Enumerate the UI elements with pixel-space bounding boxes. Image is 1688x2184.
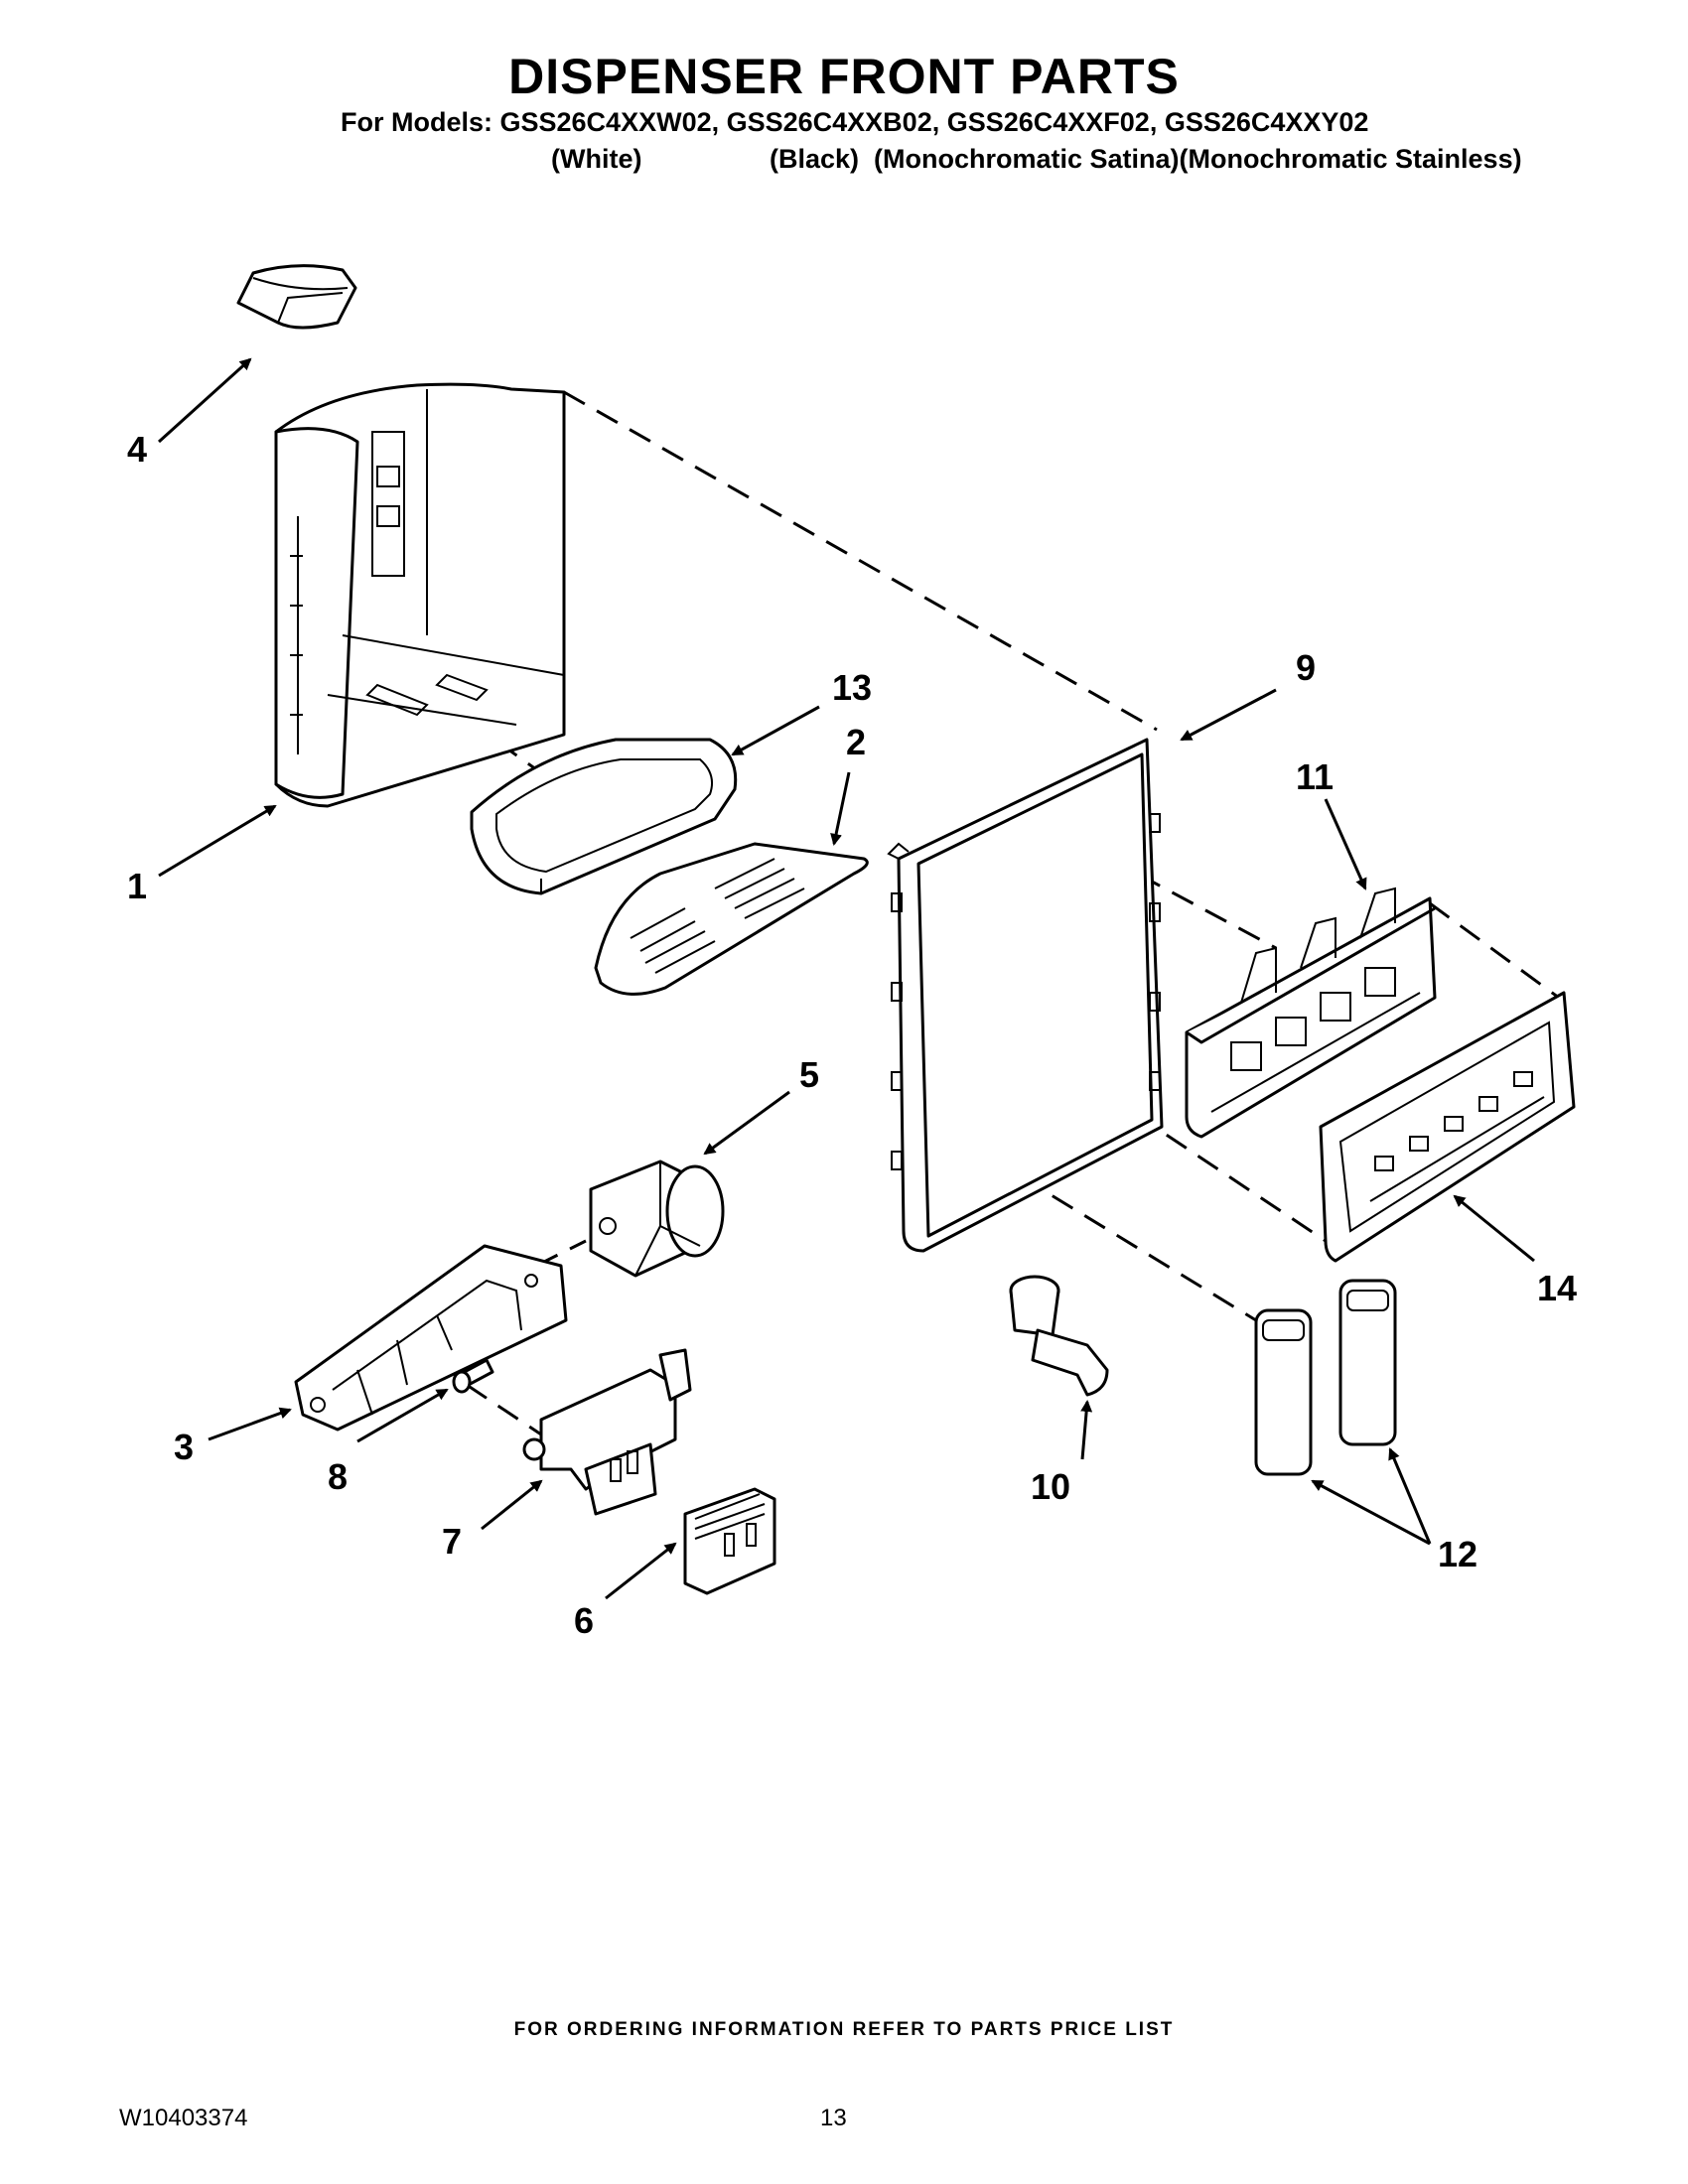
page-number: 13 [820,2105,847,2131]
leader-arrows [157,357,1535,1600]
part-4-cup [236,264,357,330]
callout-6: 6 [574,1600,594,1641]
callout-14: 14 [1537,1268,1577,1308]
callout-9: 9 [1296,647,1316,688]
callout-12: 12 [1438,1534,1477,1574]
part-2-grille [594,842,869,996]
part-9-gasket-frame [887,738,1164,1253]
part-3-actuator-bracket [294,1244,568,1432]
part-10-water-elbow [1009,1275,1109,1397]
document-number: W10403374 [119,2105,248,2131]
callout-10: 10 [1031,1466,1070,1507]
callout-8: 8 [328,1456,348,1497]
part-1-dispenser-housing [274,382,566,808]
callout-1: 1 [127,866,147,906]
part-14-control-panel [1319,991,1576,1263]
part-11-control-bracket [1185,887,1437,1139]
part-8-screw [452,1358,494,1394]
callout-7: 7 [442,1521,462,1562]
part-5-motor [589,1160,725,1278]
part-6-button [683,1487,776,1595]
part-7-solenoid [522,1348,692,1516]
callout-labels: 4 1 13 2 9 11 5 3 8 7 6 10 12 14 [127,429,1577,1641]
color-monochromatic: (Monochromatic Satina)(Monochromatic Sta… [874,144,1522,174]
page-title: DISPENSER FRONT PARTS [508,49,1180,104]
callout-4: 4 [127,429,147,470]
ordering-note: FOR ORDERING INFORMATION REFER TO PARTS … [513,2019,1175,2040]
color-white: (White) [551,144,642,174]
callout-11: 11 [1296,756,1334,797]
callout-3: 3 [174,1427,194,1467]
models-line: For Models: GSS26C4XXW02, GSS26C4XXB02, … [341,107,1369,137]
callout-13: 13 [832,667,872,708]
part-12-paddles [1254,1279,1397,1476]
callout-5: 5 [799,1054,819,1095]
part-13-drip-tray [470,738,738,895]
callout-2: 2 [846,722,866,762]
color-black: (Black) [770,144,860,174]
